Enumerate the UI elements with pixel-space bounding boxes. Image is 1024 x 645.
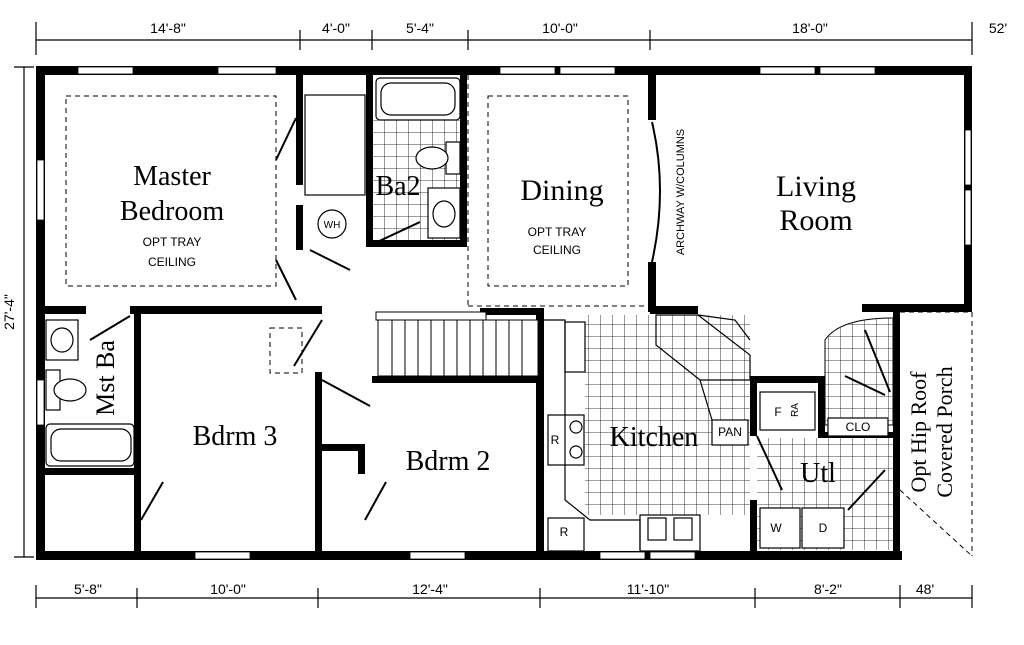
utl-label: Utl	[800, 458, 836, 489]
wh-label: WH	[324, 220, 341, 231]
master-note-2: CEILING	[148, 255, 196, 269]
interior-walls	[36, 75, 900, 552]
dim-bottom-5: 8'-2"	[814, 581, 842, 597]
w-label: W	[770, 521, 782, 535]
dim-bottom-4: 11'-10"	[627, 581, 669, 597]
dim-top-3: 5'-4"	[406, 20, 434, 36]
porch-outline	[899, 311, 973, 557]
dim-bottom-2: 10'-0"	[210, 581, 246, 597]
dim-bottom-1: 5'-8"	[74, 581, 102, 597]
dining-label: Dining	[520, 174, 603, 207]
dim-top-1: 14'-8"	[150, 20, 186, 36]
living-room-label-1: Living	[776, 170, 856, 203]
mst-ba-label: Mst Ba	[91, 340, 120, 416]
d-label: D	[819, 521, 828, 535]
dim-top-2: 4'-0"	[322, 20, 350, 36]
f-label: F	[774, 405, 781, 419]
dim-top-total: 52'	[989, 20, 1007, 36]
clo-label: CLO	[846, 420, 871, 434]
fixtures	[45, 77, 889, 552]
porch-label-1: Opt Hip Roof	[906, 371, 931, 493]
stairs	[375, 311, 539, 377]
door-swings	[89, 117, 891, 521]
dining-note-2: CEILING	[533, 243, 581, 257]
range-r1-label: R	[551, 433, 560, 447]
range-r2-label: R	[560, 525, 569, 539]
living-room-label-2: Room	[779, 204, 852, 237]
dining-note-1: OPT TRAY	[528, 225, 587, 239]
dim-bottom-3: 12'-4"	[412, 581, 448, 597]
dim-bottom-total: 48'	[916, 581, 934, 597]
porch-label-2: Covered Porch	[932, 366, 957, 497]
ba2-label: Ba2	[375, 171, 420, 202]
master-bedroom-label-1: Master	[133, 161, 211, 192]
pan-label: PAN	[718, 425, 742, 439]
bdrm3-label: Bdrm 3	[193, 421, 278, 452]
master-bedroom-label-2: Bedroom	[120, 196, 224, 227]
ra-label: RA	[790, 403, 801, 417]
kitchen-label: Kitchen	[610, 422, 699, 453]
dimension-lines	[14, 22, 973, 608]
tile-floors	[373, 120, 894, 550]
dim-left: 27'-4"	[1, 294, 17, 330]
bdrm2-label: Bdrm 2	[406, 446, 491, 477]
dim-top-5: 18'-0"	[792, 20, 828, 36]
archway-label: ARCHWAY W/COLUMNS	[675, 129, 687, 255]
dim-top-4: 10'-0"	[542, 20, 578, 36]
master-note-1: OPT TRAY	[143, 235, 202, 249]
